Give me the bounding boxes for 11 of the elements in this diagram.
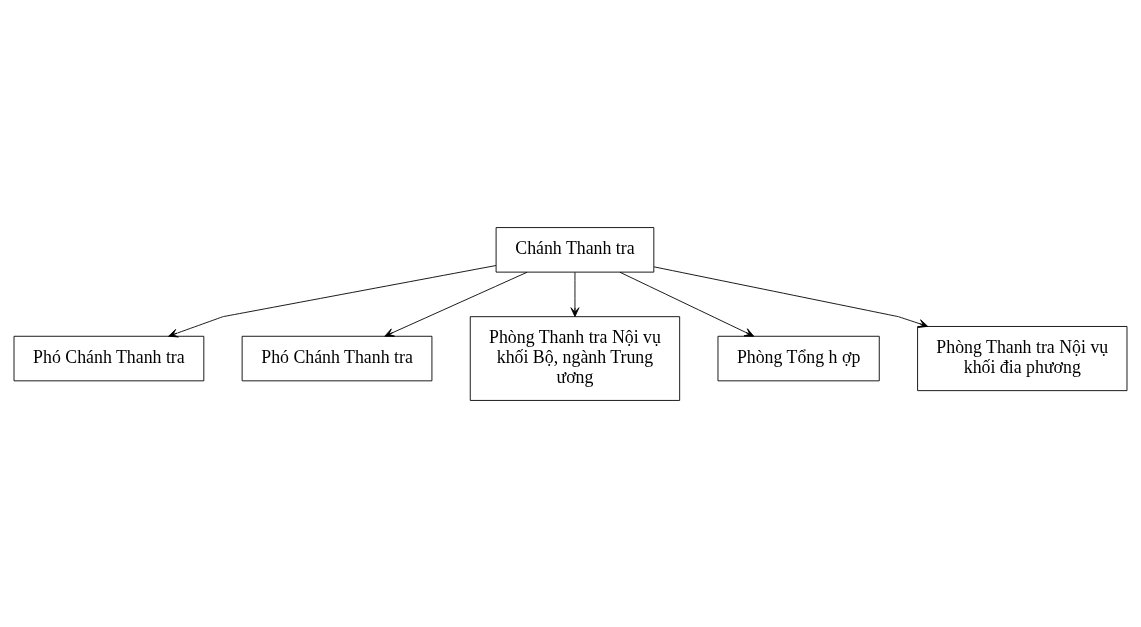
arrow	[653, 265, 929, 328]
node-box: Phòng Tổng h ợp	[717, 335, 880, 381]
node-box: Phó Chánh Thanh tra	[13, 335, 205, 381]
arrow	[168, 264, 497, 337]
node-box: Phó Chánh Thanh tra	[241, 335, 433, 381]
node-box: Phòng Thanh tra Nội vụ khối đia phương	[917, 325, 1128, 391]
node-box: Phòng Thanh tra Nội vụ khối Bộ, ngành Trung ương	[469, 315, 681, 401]
node-box: Chánh Thanh tra	[495, 226, 655, 273]
arrow	[384, 271, 528, 337]
arrow	[570, 271, 580, 317]
arrow	[619, 271, 755, 337]
